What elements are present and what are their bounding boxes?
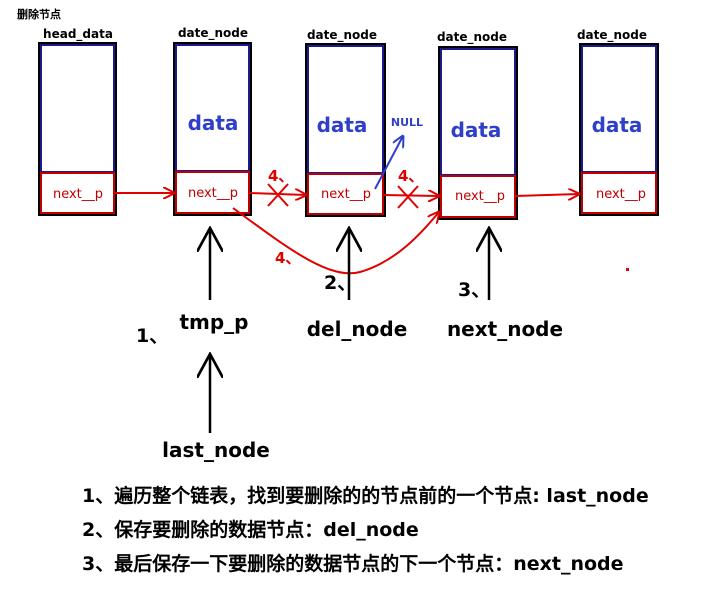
- node-outer-box: [305, 43, 386, 217]
- pointer-label-tmp-p: tmp_p: [179, 310, 248, 334]
- pointer-label-next-node: next_node: [447, 317, 563, 341]
- node-data-box: [40, 44, 115, 173]
- node-pointer-box: [175, 171, 250, 214]
- cross-mark-link-1: [267, 183, 289, 207]
- note-line: 1、遍历整个链表，找到要删除的的节点前的一个节点: last_node: [82, 485, 649, 507]
- node-3: date_node data next__p: [437, 30, 518, 220]
- step-number: 3、: [458, 279, 490, 301]
- node-header-label: date_node: [437, 30, 507, 45]
- step4-label: 4、: [268, 167, 293, 185]
- step-number: 2、: [324, 272, 356, 294]
- node-header-label: date_node: [307, 28, 377, 43]
- node-data-box: [581, 45, 657, 173]
- node-pointer-label: next__p: [188, 186, 238, 201]
- node-header-label: date_node: [577, 28, 647, 43]
- step-number: 1、: [136, 325, 168, 347]
- node-pointer-label: next__p: [596, 187, 646, 202]
- node-outer-box: [438, 46, 518, 220]
- node-outer-box: [173, 42, 252, 216]
- node-pointer-box: [307, 173, 384, 215]
- node-pointer-label: next__p: [455, 189, 505, 204]
- node-data-box: [440, 48, 516, 176]
- node-2: date_node data next__p: [305, 28, 386, 217]
- node-data-label: data: [451, 118, 502, 142]
- null-label: NULL: [391, 116, 423, 129]
- pointer-label-last-node: last_node: [162, 438, 270, 462]
- link-arrow-node2-to-node3: [382, 195, 439, 196]
- node-outer-box: [579, 43, 659, 216]
- node-data-label: data: [592, 113, 643, 137]
- explanation-notes: 1、遍历整个链表，找到要删除的的节点前的一个节点: last_node 2、保存…: [82, 482, 712, 584]
- node-head: head_data next__p: [38, 27, 117, 216]
- link-arrow-node3-to-node4: [514, 194, 579, 196]
- node-outer-box: [38, 42, 117, 216]
- note-line: 2、保存要删除的数据节点：del_node: [82, 519, 419, 541]
- node-pointer-label: next__p: [53, 187, 103, 202]
- stray-dot: [626, 268, 629, 271]
- node-data-label: data: [188, 111, 239, 135]
- diagram-title: 删除节点: [17, 7, 61, 21]
- null-pointer-arrow: [374, 136, 403, 190]
- step4-label: 4、: [398, 167, 423, 185]
- node-pointer-label: next__p: [321, 187, 371, 202]
- node-pointer-box: [440, 175, 516, 218]
- node-4: date_node data next__p: [577, 28, 659, 216]
- step4-label: 4、: [275, 249, 300, 267]
- node-pointer-box: [581, 172, 657, 214]
- node-data-label: data: [317, 113, 368, 137]
- bypass-link-arrow: [232, 207, 439, 275]
- note-line: 3、最后保存一下要删除的数据节点的下一个节点：next_node: [82, 553, 624, 575]
- pointer-label-del-node: del_node: [307, 317, 408, 341]
- node-data-box: [175, 44, 250, 172]
- cross-mark-link-2: [397, 185, 419, 209]
- node-1: date_node data next__p: [173, 26, 252, 216]
- node-data-box: [307, 45, 384, 174]
- node-header-label: head_data: [43, 27, 113, 42]
- node-header-label: date_node: [178, 26, 248, 41]
